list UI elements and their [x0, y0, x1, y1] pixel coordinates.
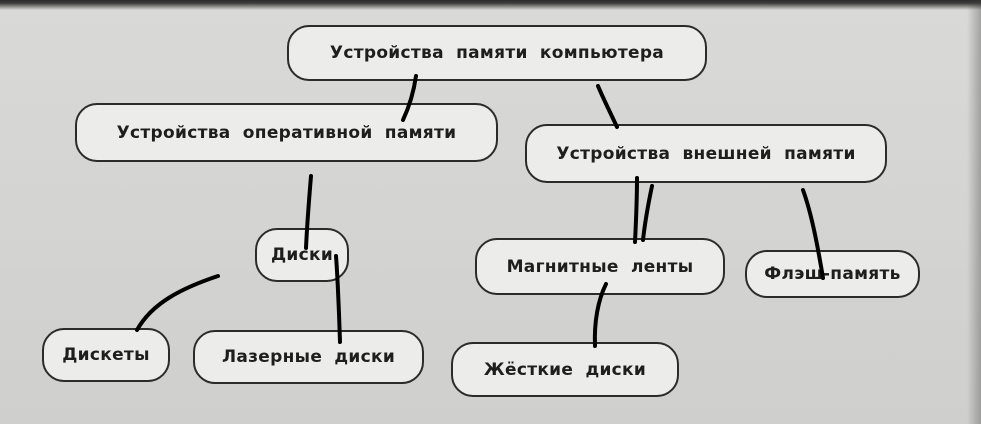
connector-external-flash	[801, 188, 825, 280]
node-laser-disks: Лазерные диски	[193, 330, 424, 384]
connector-ram-disks	[304, 174, 313, 250]
connector-root-ram	[401, 74, 418, 122]
connector-external-tapes-2	[641, 184, 654, 242]
connector-disks-laser	[334, 254, 342, 344]
node-floppy-disks: Дискеты	[42, 328, 170, 382]
connector-tapes-hard-disks	[592, 282, 608, 348]
node-computer-memory-devices: Устройства памяти компьютера	[287, 25, 707, 81]
connector-external-tapes-1	[633, 176, 639, 244]
node-flash-memory: Флэш-память	[745, 250, 920, 298]
page-shadow	[967, 0, 981, 424]
node-external-memory-devices: Устройства внешней памяти	[525, 124, 887, 183]
node-magnetic-tapes: Магнитные ленты	[475, 238, 725, 295]
node-ram-devices: Устройства оперативной памяти	[75, 103, 498, 162]
node-hard-disks: Жёсткие диски	[451, 342, 679, 397]
connector-root-external	[596, 84, 619, 129]
connector-disks-floppy	[135, 274, 220, 332]
node-disks: Диски	[255, 228, 349, 282]
